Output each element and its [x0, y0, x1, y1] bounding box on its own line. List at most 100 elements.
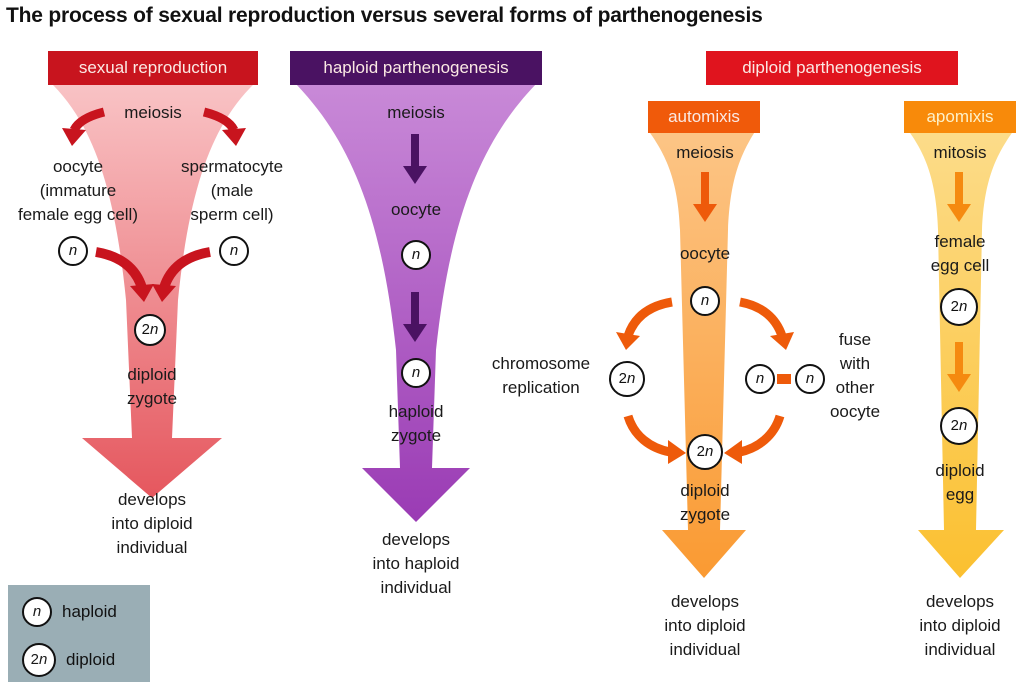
- haploid-meiosis-label: meiosis: [387, 103, 445, 122]
- apomixis-outcome-label: develops into diploid individual: [919, 590, 1000, 662]
- spermatocyte-description: spermatocyte (male sperm cell): [181, 155, 283, 227]
- sexual-outcome-line-1: develops: [117, 490, 187, 509]
- legend-diploid-symbol: 2n: [22, 643, 56, 677]
- oocyte-haploid-badge: n: [58, 236, 88, 266]
- sexual-fertilization-right-arrowhead: [152, 284, 176, 302]
- automixis-right-branch-arrowhead: [770, 332, 794, 350]
- ploidy-legend: n haploid 2n diploid: [8, 585, 150, 682]
- automixis-arrow-1-shaft: [701, 172, 709, 206]
- automixis-oocyte-label: oocyte: [679, 244, 731, 263]
- apomixis-arrow-1-head: [947, 204, 971, 222]
- oocyte-line-3: female egg cell): [17, 205, 139, 224]
- apomixis-arrow-2-head: [947, 374, 971, 392]
- oocyte-fusion-badge-b: n: [795, 364, 825, 394]
- legend-haploid-label: haploid: [62, 602, 117, 621]
- haploid-oocyte-label: oocyte: [390, 200, 442, 219]
- haploid-outcome-line-1: develops: [381, 530, 451, 549]
- automixis-left-branch-arrow: [623, 297, 673, 338]
- oocyte-description: oocyte (immature female egg cell): [18, 155, 138, 227]
- oocyte-line-1: oocyte: [52, 157, 104, 176]
- sexual-meiosis-label: meiosis: [124, 103, 182, 122]
- legend-item-haploid: n haploid: [22, 597, 117, 627]
- sexual-reproduction-header: sexual reproduction: [48, 51, 258, 85]
- haploid-arrow-2-head: [403, 324, 427, 342]
- automixis-left-branch-arrowhead: [616, 332, 640, 350]
- haploid-outcome-line-2: into haploid: [372, 554, 460, 573]
- female-egg-cell-line-1: female: [934, 232, 986, 251]
- automixis-meiosis-label: meiosis: [676, 143, 734, 162]
- fuse-line-4: oocyte: [829, 402, 881, 421]
- automixis-header: automixis: [648, 101, 760, 133]
- fuse-with-other-oocyte-label: fuse with other oocyte: [830, 328, 880, 424]
- diploid-parthenogenesis-header: diploid parthenogenesis: [706, 51, 958, 85]
- sexual-meiosis-left-arrow: [69, 107, 106, 133]
- sexual-fertilization-left-arrowhead: [130, 284, 154, 302]
- automixis-outcome-line-2: into diploid: [664, 616, 746, 635]
- apomixis-arrow-2-shaft: [955, 342, 963, 376]
- automixis-outcome-line-1: develops: [670, 592, 740, 611]
- sexual-outcome-line-2: into diploid: [111, 514, 193, 533]
- sexual-fertilization-right-arrow: [159, 247, 211, 290]
- automixis-zygote-line-1: diploid: [680, 481, 730, 500]
- sexual-meiosis-left-arrowhead: [62, 128, 86, 146]
- haploid-zygote-line-1: haploid: [388, 402, 444, 421]
- chromosome-replication-line-1: chromosome: [491, 354, 591, 373]
- apomixis-outcome-line-3: individual: [924, 640, 996, 659]
- spermatocyte-line-3: sperm cell): [190, 205, 274, 224]
- oocyte-line-2: (immature: [39, 181, 117, 200]
- haploid-arrow-1-shaft: [411, 134, 419, 168]
- automixis-right-merge-arrow: [738, 414, 785, 457]
- automixis-outcome-line-3: individual: [669, 640, 741, 659]
- automixis-oocyte-badge: n: [690, 286, 720, 316]
- female-egg-cell-line-2: egg cell: [930, 256, 990, 275]
- haploid-zygote-line-2: zygote: [390, 426, 442, 445]
- fuse-line-1: fuse: [838, 330, 872, 349]
- automixis-funnel-arrow: [648, 130, 756, 578]
- legend-item-diploid: 2n diploid: [22, 643, 115, 677]
- apomixis-mitosis-label: mitosis: [933, 143, 987, 162]
- haploid-oocyte-badge: n: [401, 240, 431, 270]
- automixis-right-merge-arrowhead: [724, 440, 742, 464]
- sexual-zygote-line-2: zygote: [126, 389, 178, 408]
- legend-haploid-symbol: n: [22, 597, 52, 627]
- replicated-diploid-badge: 2n: [609, 361, 645, 397]
- automixis-outcome-label: develops into diploid individual: [664, 590, 745, 662]
- spermatocyte-line-2: (male: [210, 181, 254, 200]
- fuse-line-2: with: [839, 354, 871, 373]
- spermatocyte-line-1: spermatocyte: [180, 157, 284, 176]
- sexual-meiosis-right-arrow: [202, 107, 239, 133]
- haploid-outcome-line-3: individual: [380, 578, 452, 597]
- legend-diploid-label: diploid: [66, 650, 116, 669]
- female-egg-cell-label: female egg cell: [931, 230, 990, 278]
- haploid-zygote-badge: n: [401, 358, 431, 388]
- automixis-left-merge-arrow: [623, 414, 672, 457]
- sexual-zygote-diploid-badge: 2n: [134, 314, 166, 346]
- sperm-haploid-badge: n: [219, 236, 249, 266]
- diploid-egg-line-2: egg: [945, 485, 975, 504]
- fuse-line-3: other: [835, 378, 875, 397]
- automixis-right-branch-arrow: [739, 297, 787, 338]
- haploid-outcome-label: develops into haploid individual: [373, 528, 460, 600]
- diploid-egg-line-1: diploid: [935, 461, 985, 480]
- page-title: The process of sexual reproduction versu…: [6, 4, 763, 27]
- sexual-outcome-line-3: individual: [116, 538, 188, 557]
- apomixis-outcome-line-1: develops: [925, 592, 995, 611]
- automixis-zygote-badge: 2n: [687, 434, 723, 470]
- haploid-arrow-2-shaft: [411, 292, 419, 326]
- haploid-zygote-label: haploid zygote: [389, 400, 444, 448]
- haploid-parthenogenesis-header: haploid parthenogenesis: [290, 51, 542, 85]
- sexual-funnel-arrow: [48, 80, 258, 498]
- fusion-connector: [777, 374, 791, 384]
- apomixis-outcome-line-2: into diploid: [919, 616, 1001, 635]
- apomixis-header: apomixis: [904, 101, 1016, 133]
- automixis-arrow-1-head: [693, 204, 717, 222]
- apomixis-egg-diploid-badge: 2n: [940, 288, 978, 326]
- automixis-zygote-line-2: zygote: [679, 505, 731, 524]
- sexual-zygote-label: diploid zygote: [127, 363, 177, 411]
- chromosome-replication-label: chromosome replication: [492, 352, 590, 400]
- oocyte-fusion-badge-a: n: [745, 364, 775, 394]
- sexual-meiosis-right-arrowhead: [222, 128, 246, 146]
- automixis-zygote-label: diploid zygote: [680, 479, 730, 527]
- apomixis-arrow-1-shaft: [955, 172, 963, 206]
